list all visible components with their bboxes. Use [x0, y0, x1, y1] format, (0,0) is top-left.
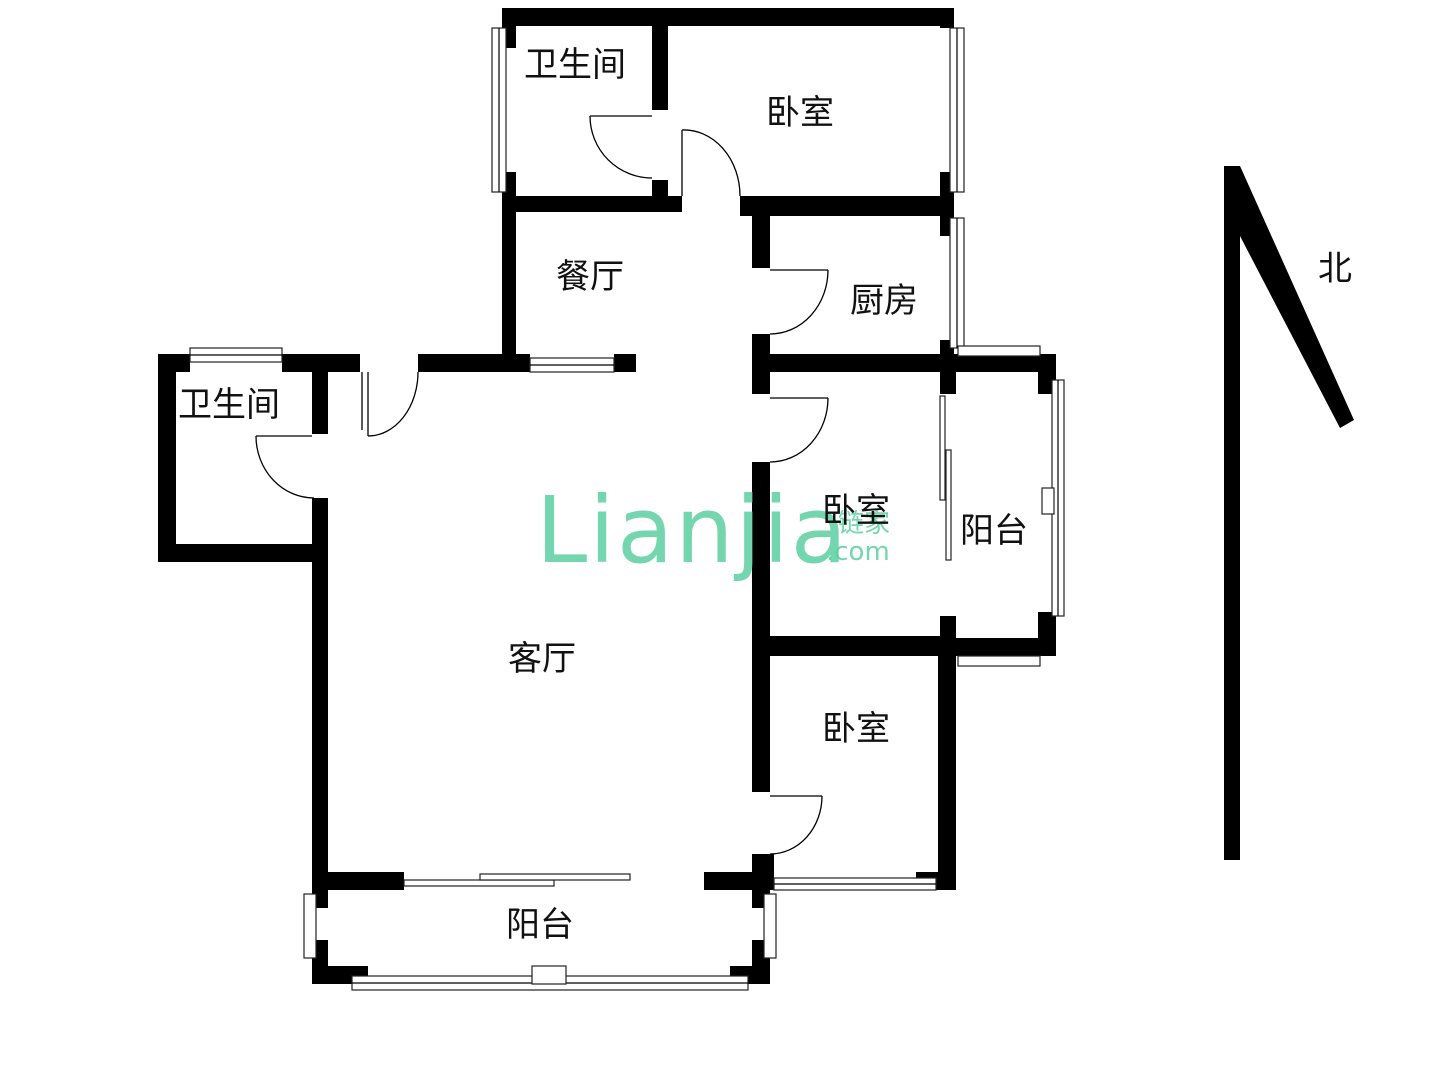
label-dining: 餐厅: [556, 257, 624, 297]
label-balcony-bottom: 阳台: [506, 905, 574, 945]
watermark-cn: 链家: [838, 509, 890, 539]
watermark-logo: Lianjia 链家 .com: [536, 477, 890, 584]
walls: [158, 8, 1056, 984]
label-bathroom-top: 卫生间: [524, 45, 626, 85]
watermark-brand: Lianjia: [536, 477, 849, 584]
label-bedroom-bottom: 卧室: [822, 709, 890, 749]
doors: [255, 115, 829, 855]
compass-north-label: 北: [1318, 249, 1352, 289]
label-bedroom-top: 卧室: [766, 93, 834, 133]
windows: [189, 27, 1065, 991]
watermark-domain: .com: [826, 537, 890, 567]
label-balcony-right: 阳台: [960, 511, 1028, 551]
label-bedroom-mid: 卧室: [822, 491, 890, 531]
label-kitchen: 厨房: [850, 281, 918, 321]
north-arrow-icon: [1224, 166, 1354, 860]
label-bathroom-left: 卫生间: [178, 385, 280, 425]
label-living: 客厅: [508, 639, 576, 679]
room-labels: 卫生间 卧室 餐厅 厨房 卫生间 卧室 阳台 客厅 卧室 阳台 北: [178, 45, 1352, 945]
